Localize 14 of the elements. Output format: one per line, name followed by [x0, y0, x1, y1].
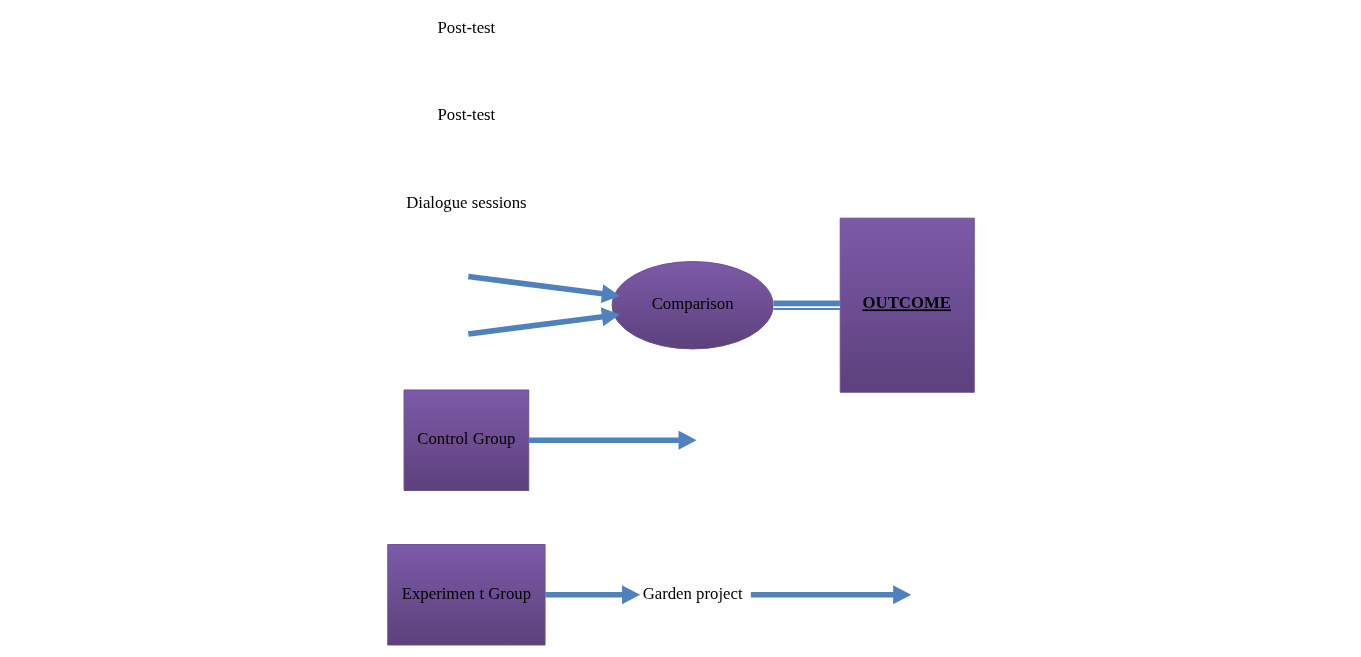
node-box: OUTCOME: [839, 217, 975, 393]
arrow: [467, 273, 620, 304]
node-box: Control Group: [403, 389, 529, 491]
label: Post-test: [437, 17, 495, 37]
node-ellipse: Comparison: [611, 261, 774, 350]
arrow: [467, 307, 620, 337]
arrow: [544, 585, 640, 605]
label: Dialogue sessions: [405, 192, 527, 212]
label: Post-test: [437, 105, 495, 125]
arrow: [750, 585, 911, 605]
node-text: Garden project: [642, 583, 743, 603]
arrow: [528, 430, 697, 450]
connector: [772, 300, 840, 310]
node-box: Experimen t Group: [386, 544, 546, 646]
